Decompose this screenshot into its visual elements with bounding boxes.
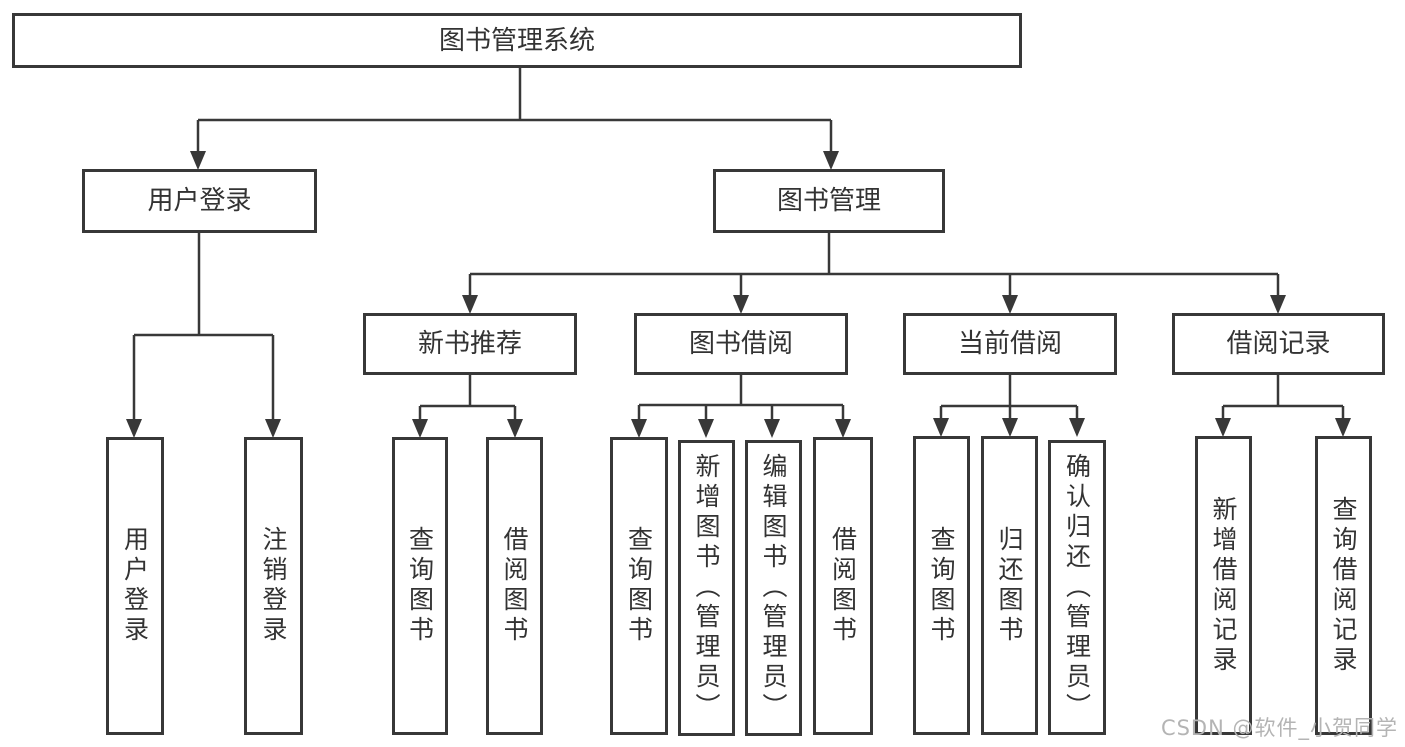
- edge-current-borrow-to-children: [933, 375, 1085, 437]
- node-add-borrow-record: 新增借阅记录: [1195, 436, 1252, 735]
- edge-user-login-to-children: [126, 233, 281, 438]
- node-user-login: 用户登录: [82, 169, 317, 233]
- node-borrow-books-recommend: 借阅图书: [486, 437, 543, 735]
- node-edit-book-admin: 编辑图书（管理员）: [745, 440, 802, 736]
- node-book-management: 图书管理: [713, 169, 945, 233]
- node-borrow-records: 借阅记录: [1172, 313, 1385, 375]
- node-book-management-system: 图书管理系统: [12, 13, 1022, 68]
- node-query-borrow-record: 查询借阅记录: [1315, 436, 1372, 735]
- node-current-borrow: 当前借阅: [903, 313, 1117, 375]
- edge-book-management-to-level3: [462, 233, 1286, 314]
- node-query-books-current: 查询图书: [913, 436, 970, 735]
- node-add-book-admin: 新增图书（管理员）: [678, 440, 735, 736]
- node-query-books-recommend: 查询图书: [392, 437, 448, 735]
- node-return-books: 归还图书: [981, 436, 1038, 735]
- node-user-login-leaf: 用户登录: [106, 437, 164, 735]
- node-borrow-books-leaf: 借阅图书: [813, 437, 873, 735]
- edge-borrow-records-to-children: [1215, 375, 1351, 437]
- node-query-books-borrow: 查询图书: [610, 437, 668, 735]
- edge-new-book-recommend-to-children: [412, 375, 523, 438]
- edge-book-borrow-to-children: [631, 375, 851, 438]
- node-logout: 注销登录: [244, 437, 303, 735]
- node-confirm-return-admin: 确认归还（管理员）: [1048, 440, 1106, 735]
- node-book-borrow: 图书借阅: [634, 313, 848, 375]
- edge-root-to-level2: [190, 68, 839, 170]
- csdn-watermark: CSDN @软件_小贺同学: [1160, 716, 1398, 740]
- node-new-book-recommend: 新书推荐: [363, 313, 577, 375]
